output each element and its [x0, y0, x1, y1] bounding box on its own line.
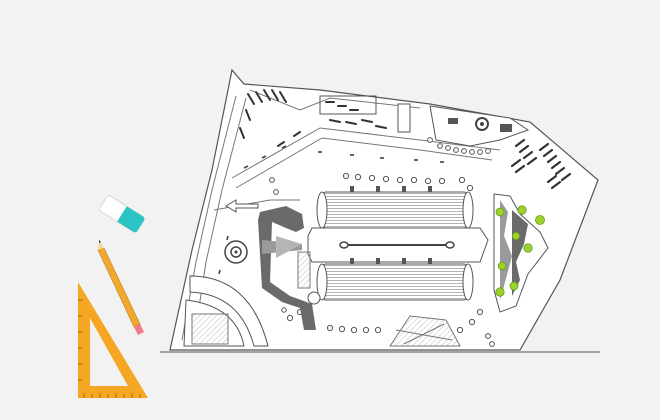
fountain: [224, 240, 248, 264]
landscape-strip: [493, 193, 549, 313]
direction-arrow: [225, 199, 259, 213]
pencil: [97, 240, 144, 335]
northeast-plaza: [429, 105, 530, 155]
southwest-plaza: [183, 275, 269, 347]
tree-row-north: [342, 172, 474, 192]
entrance-walkway: [258, 206, 321, 330]
east-parking: [510, 138, 572, 190]
terminal-building: [307, 186, 489, 301]
set-square: [78, 282, 148, 398]
site-plan: [160, 68, 600, 353]
bollards: [269, 137, 495, 347]
parked-cars-north: [239, 89, 301, 147]
lane-markings: [218, 145, 444, 275]
tree-row-south: [286, 308, 484, 334]
south-plaza: [389, 315, 461, 347]
eraser: [99, 195, 145, 233]
service-block: [319, 95, 411, 133]
